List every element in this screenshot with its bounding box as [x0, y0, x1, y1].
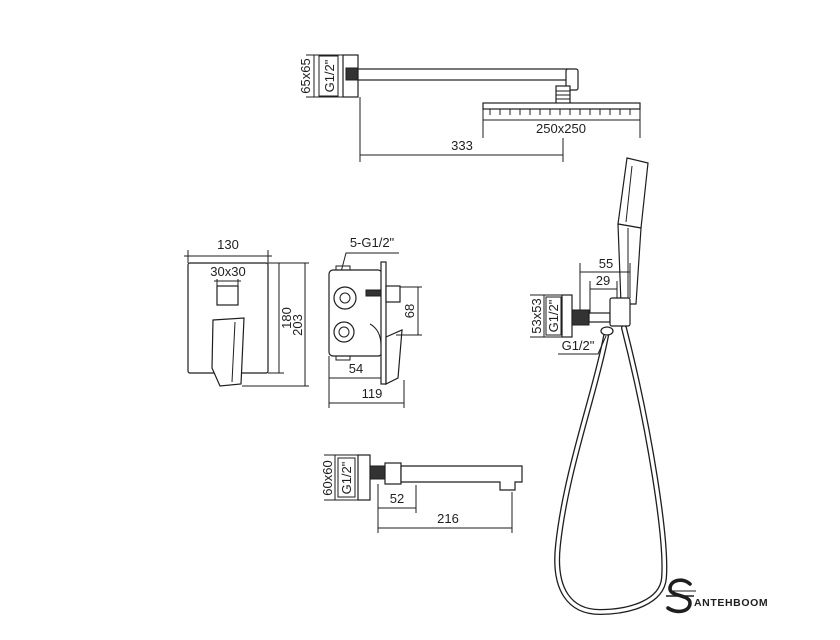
mixer-lever [211, 317, 245, 387]
holder-depth-label: 55 [599, 256, 613, 271]
overhead-shower-view: 65x65 G1/2" 250x250 333 [298, 54, 641, 162]
bath-spout-view: 60x60 G1/2" 52 216 [320, 454, 523, 533]
hand-shower-wall-outlet [571, 309, 590, 326]
body-tabs [335, 265, 351, 361]
wall-outlet [345, 67, 359, 81]
outlets-label: 5-G1/2" [350, 235, 395, 250]
thread-label-box [337, 457, 356, 498]
spout-length-label: 216 [437, 511, 459, 526]
head-size-label: 250x250 [536, 121, 586, 136]
arm-elbow [565, 68, 579, 91]
logo-wordmark: ANTEHBOOM [694, 597, 768, 609]
shower-arm [357, 68, 569, 81]
hand-shower-holder [609, 297, 631, 327]
holder-offset-label: 29 [596, 273, 610, 288]
cartridge-side [385, 285, 401, 303]
head-edge-line [625, 165, 633, 223]
spout-thread-label: G1/2" [339, 461, 354, 494]
total-depth-label: 119 [362, 386, 383, 401]
flange-size-label: 65x65 [298, 58, 313, 93]
cartridge-square [216, 285, 239, 306]
cartridge-size-label: 30x30 [210, 264, 245, 279]
spout-sleeve [384, 462, 402, 485]
plate-height-label: 180 [279, 307, 294, 329]
connector-thread [556, 90, 570, 100]
valve-stem [365, 289, 382, 297]
hose-thread-leader-line [558, 335, 607, 355]
hand-shower-wall-flange [561, 294, 573, 338]
body-depth-label: 54 [349, 361, 363, 376]
holder-arm [588, 312, 611, 323]
total-height-label: 203 [290, 314, 305, 336]
spout-wall-flange [357, 454, 371, 501]
outlet-port-lower [333, 321, 355, 343]
plate-width-label: 130 [217, 237, 239, 252]
thread-label: G1/2" [322, 59, 337, 92]
hand-shower-view: 55 29 53x53 G1/2" G1/2" [529, 157, 668, 616]
outlet-spacing-label: 68 [402, 304, 417, 318]
hose-thread-label: G1/2" [562, 338, 595, 353]
spout-wall-outlet [369, 465, 386, 480]
outlet-port-upper [333, 286, 357, 310]
mixer-side-view: 5-G1/2" 68 54 119 [328, 235, 422, 408]
lever-edge-line [231, 321, 236, 383]
spout-flange-size-label: 60x60 [320, 460, 335, 495]
shower-head [482, 102, 641, 110]
sleeve-length-label: 52 [390, 491, 404, 506]
thread-label-box [545, 296, 562, 336]
brand-logo: ANTEHBOOM [666, 578, 768, 614]
faceplate-side [380, 261, 387, 385]
spout-body [400, 465, 523, 491]
hand-flange-thread-label: G1/2" [546, 299, 561, 332]
arm-length-label: 333 [451, 138, 473, 153]
outlet-port-upper-inner [339, 292, 351, 304]
hose-connector [600, 326, 614, 336]
nozzle-marks [489, 109, 631, 115]
outlet-port-lower-inner [338, 326, 350, 338]
thread-label-box [318, 55, 339, 97]
shower-hose-inner [555, 326, 667, 614]
hand-flange-size-label: 53x53 [529, 298, 544, 333]
mixer-front-view: 130 30x30 180 203 [184, 237, 309, 387]
mixer-body [328, 269, 383, 357]
lever-side [385, 329, 403, 385]
